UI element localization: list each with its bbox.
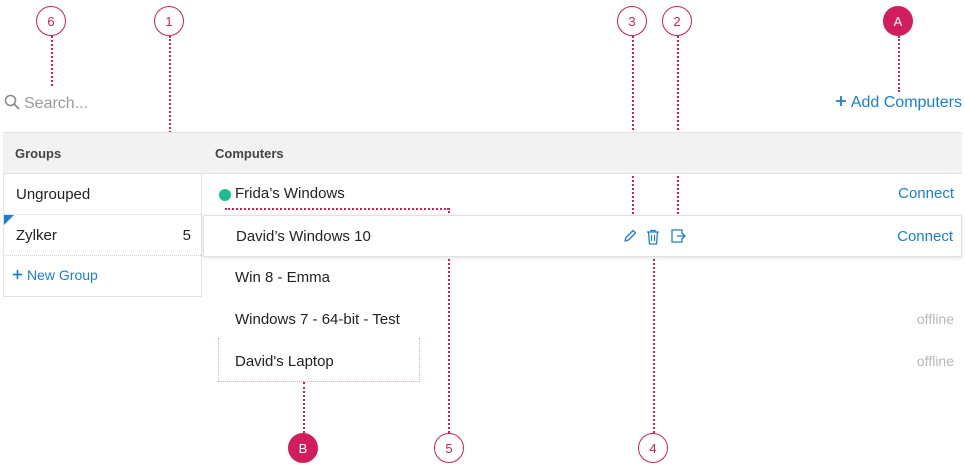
connect-button[interactable]: Connect <box>897 228 953 245</box>
callout-6-label: 6 <box>47 13 55 29</box>
edit-icon[interactable] <box>622 228 640 246</box>
computer-name: Windows 7 - 64-bit - Test <box>235 311 400 328</box>
callout-6: 6 <box>36 6 66 36</box>
leader-b-box <box>218 338 420 382</box>
selected-corner-marker <box>4 215 14 225</box>
groups-header: Groups <box>15 146 62 161</box>
plus-icon <box>12 267 23 283</box>
search-bar[interactable] <box>4 92 144 116</box>
computer-name: Frida’s Windows <box>235 185 345 202</box>
computer-name: David's Laptop <box>235 353 334 370</box>
computer-row[interactable]: Frida’s Windows Connect <box>203 174 962 214</box>
computer-row[interactable]: David's Laptop offline <box>203 342 962 382</box>
callout-b-label: B <box>298 440 308 456</box>
callout-a: A <box>883 6 913 36</box>
add-computers-label: Add Computers <box>850 94 962 111</box>
callout-2: 2 <box>662 6 692 36</box>
online-status-dot <box>219 189 231 201</box>
computer-row-selected[interactable]: David’s Windows 10 Connect <box>203 215 962 257</box>
group-separator <box>4 214 201 215</box>
leader-5-horizontal <box>225 208 449 210</box>
callout-b: B <box>288 433 318 463</box>
computer-name: David’s Windows 10 <box>236 228 371 245</box>
search-input[interactable] <box>20 95 144 113</box>
callout-a-label: A <box>893 13 903 29</box>
move-to-group-icon[interactable] <box>670 228 688 246</box>
callout-4-label: 4 <box>649 440 657 456</box>
callout-4: 4 <box>638 433 668 463</box>
plus-icon <box>835 94 847 112</box>
delete-icon[interactable] <box>645 228 663 246</box>
search-icon <box>4 94 20 115</box>
leader-5-vertical <box>448 208 450 433</box>
leader-6 <box>51 36 53 86</box>
new-group-label: New Group <box>27 267 98 283</box>
callout-5: 5 <box>434 433 464 463</box>
leader-1-vertical <box>169 36 171 153</box>
table-header: Groups Computers <box>3 132 962 174</box>
callout-1-label: 1 <box>165 13 173 29</box>
group-count: 5 <box>182 227 191 244</box>
new-group-button[interactable]: New Group <box>12 267 98 283</box>
connect-button[interactable]: Connect <box>898 185 954 202</box>
group-item-ungrouped[interactable]: Ungrouped <box>4 174 201 214</box>
callout-1: 1 <box>154 6 184 36</box>
status-offline-text: offline <box>916 311 954 327</box>
leader-3-vertical <box>632 36 634 222</box>
callout-2-label: 2 <box>673 13 681 29</box>
computer-row[interactable]: Win 8 - Emma <box>203 258 962 298</box>
leader-a <box>898 36 900 92</box>
callout-5-label: 5 <box>445 440 453 456</box>
computers-header: Computers <box>215 146 284 161</box>
groups-panel: Ungrouped Zylker 5 New Group <box>3 174 202 297</box>
leader-4-vertical <box>653 250 655 433</box>
group-separator <box>4 255 201 256</box>
callout-3: 3 <box>617 6 647 36</box>
computer-row[interactable]: Windows 7 - 64-bit - Test offline <box>203 300 962 340</box>
group-label: Ungrouped <box>16 186 91 203</box>
leader-2-vertical <box>677 36 679 222</box>
leader-b <box>303 382 305 433</box>
computer-name: Win 8 - Emma <box>235 269 331 286</box>
group-item-zylker[interactable]: Zylker 5 <box>4 215 201 255</box>
status-offline-text: offline <box>916 353 954 369</box>
group-label: Zylker <box>16 227 57 244</box>
callout-3-label: 3 <box>628 13 636 29</box>
add-computers-button[interactable]: Add Computers <box>835 94 962 112</box>
